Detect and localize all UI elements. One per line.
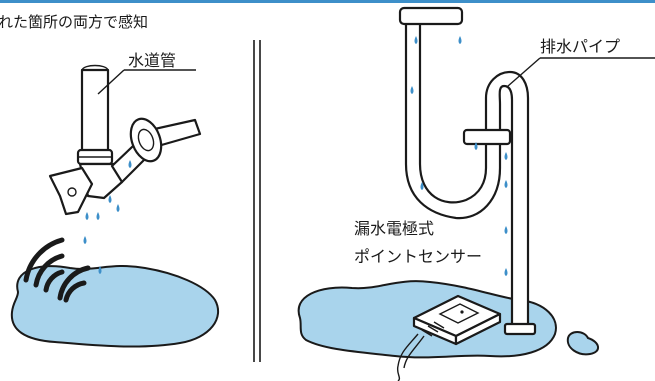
sensor-label-line1: 漏水電極式 <box>354 219 434 238</box>
drain-pipe <box>404 18 530 328</box>
label-leader-water-pipe <box>97 69 125 95</box>
panel-divider <box>253 40 261 362</box>
signal-wave-icon <box>23 237 91 303</box>
sensor-label-line2: ポイントセンサー <box>354 247 482 266</box>
right-water-splash <box>566 331 599 356</box>
trap-nut <box>462 128 512 146</box>
water-pipe-vertical <box>80 68 110 154</box>
label-leader-drain-pipe <box>507 57 541 87</box>
right-panel: 排水パイプ 漏水電極式 ポイントセンサー <box>297 6 655 381</box>
valve-handle <box>48 166 94 216</box>
left-water-puddle <box>10 265 220 348</box>
sensor-cable <box>396 333 419 381</box>
left-panel: 水道管 <box>10 51 220 348</box>
water-pipe-label: 水道管 <box>128 51 176 70</box>
drain-pipe-foot <box>503 322 537 336</box>
drain-pipe-label: 排水パイプ <box>540 37 620 56</box>
leak-sensor-icon <box>396 294 502 381</box>
water-drop-icon <box>83 160 132 274</box>
water-drop-icon <box>410 36 508 276</box>
branch-flange <box>129 117 163 163</box>
header-caption: れた箇所の両方で感知 <box>0 13 148 31</box>
